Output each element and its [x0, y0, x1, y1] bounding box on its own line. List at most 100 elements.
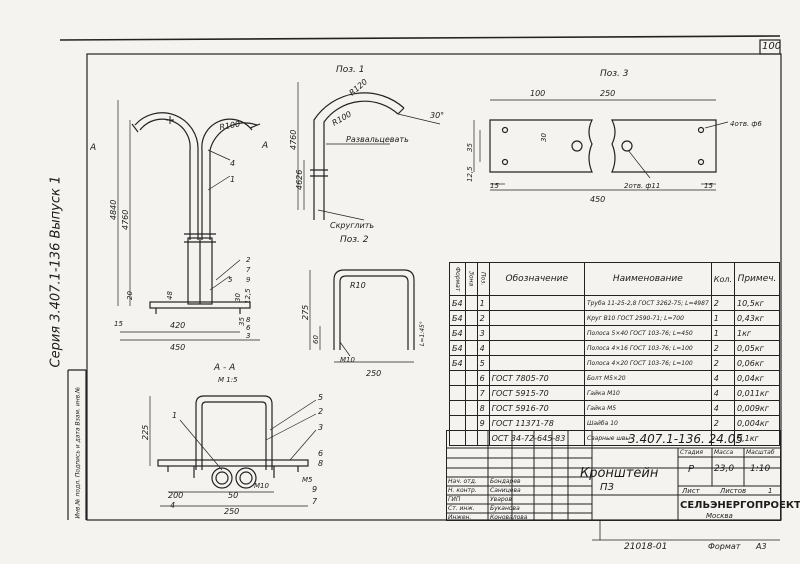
title-block-grid [446, 430, 781, 521]
main-dim-30: 30 [234, 293, 242, 302]
staff-role: Н. контр. [448, 487, 477, 494]
spec-cell-format [449, 370, 466, 386]
pos1-dim-4626: 4626 [295, 170, 304, 190]
spec-cell-designation: ГОСТ 5916-70 [488, 400, 585, 416]
pos3-dim-125: 12,5 [466, 166, 474, 182]
series-label: Серия 3.407.1-136 Выпуск 1 [48, 175, 64, 368]
scale-value: 1:10 [750, 464, 771, 474]
pos3-dim-30: 30 [540, 133, 548, 142]
spec-cell-name: Шайба 10 [583, 415, 712, 431]
spec-cell-zone [464, 355, 478, 371]
sheets-label: Листов [720, 487, 747, 495]
staff-role: ГИП [448, 496, 461, 503]
section-a-marker: A [262, 141, 269, 151]
staff-name: Бондарев [490, 478, 521, 485]
spec-cell-zone [464, 340, 478, 356]
spec-cell-format: Б4 [449, 340, 466, 356]
spec-cell-name: Полоса 5×40 ГОСТ 103-76; L=450 [583, 325, 712, 341]
pos3-dim-35: 35 [466, 143, 474, 152]
pos2-dim-250: 250 [366, 369, 381, 378]
specification-table: Формат Зона Поз. Обозначение Наименовани… [449, 262, 780, 446]
pos3-title: Поз. 3 [600, 69, 629, 79]
pos2-dim-275: 275 [301, 305, 310, 320]
pos3-dim-450: 450 [590, 195, 605, 204]
spec-cell-note: 0,05кг [734, 340, 780, 356]
main-callout-5: 5 [228, 276, 233, 284]
section-callout-9: 9 [312, 485, 317, 494]
staff-name: Буканова [490, 505, 520, 512]
section-callout-8: 8 [318, 459, 323, 468]
format-value: А3 [756, 542, 767, 551]
staff-name: Уваров [490, 496, 512, 503]
spec-header-qty: Кол. [710, 262, 736, 296]
section-callout-5: 5 [318, 393, 323, 402]
main-dim-4760: 4760 [121, 210, 130, 230]
spec-cell-format [449, 415, 466, 431]
spec-header-note: Примеч. [734, 262, 780, 296]
spec-cell-format: Б4 [449, 325, 466, 341]
main-dim-4840: 4840 [109, 200, 118, 220]
pos2-dim-60: 60 [312, 335, 320, 344]
spec-cell-note: 0,04кг [734, 370, 780, 386]
pos2-r10: R10 [350, 281, 366, 290]
spec-cell-format: Б4 [449, 310, 466, 326]
spec-cell-note: 0,009кг [734, 400, 780, 416]
spec-cell-zone [464, 385, 478, 401]
spec-cell-designation [488, 340, 585, 356]
pos3-dim-100: 100 [530, 89, 545, 98]
sheets-value: 1 [768, 487, 773, 495]
section-dim-50: 50 [228, 491, 238, 500]
pos3-dim-15b: 15 [704, 182, 713, 190]
spec-header-name: Наименование [583, 262, 712, 296]
doc-number: 3.407.1-136. 24.05 [628, 432, 744, 446]
mass-value: 23,0 [714, 464, 735, 474]
spec-cell-pos: 5 [476, 355, 490, 371]
sheet-number: 100 [762, 41, 782, 52]
spec-cell-designation [488, 325, 585, 341]
pos3-holes4: 4отв. ф6 [730, 120, 762, 128]
spec-cell-qty: 4 [710, 400, 736, 416]
main-dim-420: 420 [170, 321, 185, 330]
section-title: А - А [213, 363, 235, 373]
spec-header-row: Формат Зона Поз. Обозначение Наименовани… [449, 262, 780, 296]
main-callout-7: 7 [246, 266, 251, 274]
spec-cell-name: Болт М5×20 [583, 370, 712, 386]
scale-label: Масштаб [746, 449, 775, 456]
main-dim-15: 15 [114, 320, 123, 328]
section-callout-4: 4 [170, 501, 175, 510]
spec-header-pos: Поз. [476, 262, 490, 296]
spec-cell-note: 10,5кг [734, 295, 780, 311]
spec-cell-pos: 8 [476, 400, 490, 416]
pos1-rounding: Скруглить [330, 221, 374, 230]
spec-cell-note: 0,43кг [734, 310, 780, 326]
spec-cell-qty: 2 [710, 415, 736, 431]
spec-cell-designation: ГОСТ 7805-70 [488, 370, 585, 386]
staff-role: Нач. отд. [448, 478, 477, 485]
spec-cell-designation: ГОСТ 11371-78 [488, 415, 585, 431]
main-dim-450: 450 [170, 343, 185, 350]
main-dim-20: 20 [126, 291, 134, 300]
main-view: R100 4840 4760 20 48 30 12,5 35 15 420 4… [90, 100, 261, 350]
pos1-angle: 30° [430, 111, 444, 120]
main-dim-48: 48 [166, 291, 174, 300]
staff-role: Ст. инж. [448, 505, 475, 512]
pos1-dim-4760: 4760 [290, 130, 298, 150]
spec-cell-zone [464, 295, 478, 311]
spec-cell-qty: 2 [710, 340, 736, 356]
section-view: А - А М 1:5 225 M10 M5 200 50 250 1 5 2 … [141, 363, 323, 516]
spec-cell-format: Б4 [449, 355, 466, 371]
spec-cell-note: 0,004кг [734, 415, 780, 431]
left-hook [139, 118, 191, 240]
spec-cell-zone [464, 370, 478, 386]
spec-cell-pos: 9 [476, 415, 490, 431]
spec-cell-designation [488, 355, 585, 371]
main-callout-6: 6 [246, 324, 251, 332]
pos2-angle: L=1:45° [419, 321, 426, 346]
section-dim-225: 225 [141, 425, 150, 440]
pos1-flaring: Развальцевать [346, 135, 409, 144]
